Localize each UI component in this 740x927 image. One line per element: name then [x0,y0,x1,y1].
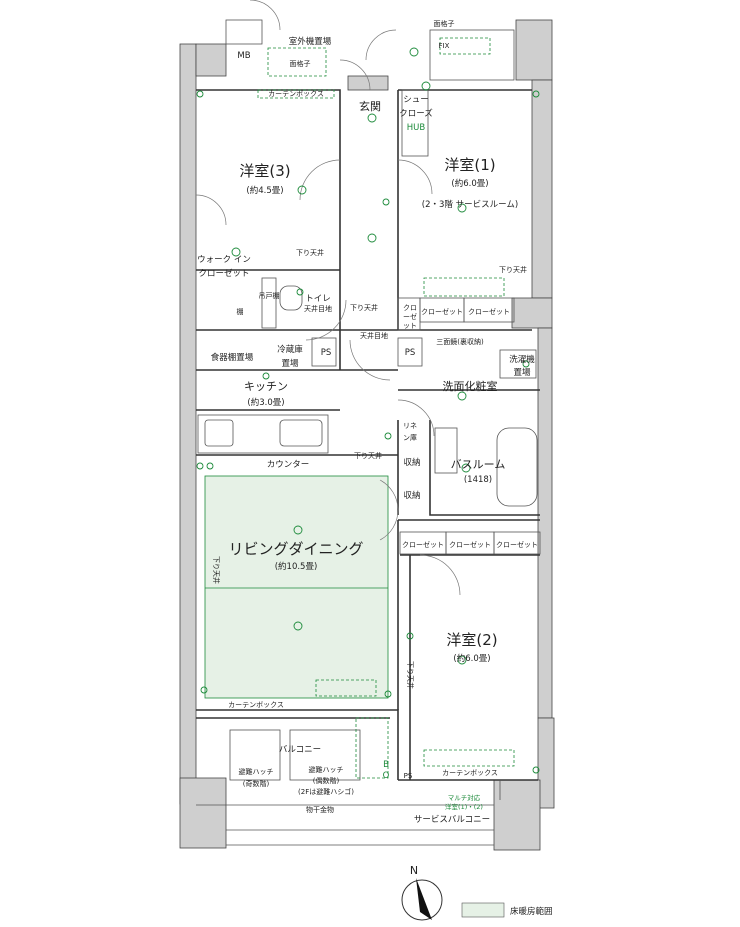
washer-line1: 洗濯機 [509,354,535,365]
service-balcony: サービスバルコニー [414,815,490,825]
lattice-ac: 面格子 [290,59,311,68]
fix-label: FIX [439,42,450,50]
room-western3-size: (約4.5畳) [246,185,283,196]
closet-w1-b: クローゼット [468,307,510,316]
lowered-ceiling-1: 下り天井 [296,248,324,257]
bath-name: バスルーム [451,458,506,471]
walkin-line1: ウォーク イン [197,255,251,265]
three-mirror: 三面鏡(裏収納) [436,337,484,346]
laundry-pole: 物干金物 [306,805,334,814]
curtain-box-top: カーテンボックス [268,90,324,98]
lowered-ceiling-5: 下り天井 [212,556,221,584]
multi-ac-1: マルチ対応 [448,793,481,802]
room-kitchen-name: キッチン [244,380,288,393]
closet-v2: ーゼ [403,312,417,321]
bath-size: (1418) [464,475,492,485]
green-markers [257,37,515,779]
room-western1-note: (2・3階 サービスルーム) [422,199,518,210]
bo-b: B [383,760,389,770]
walkin-line2: クローゼット [198,268,249,279]
lowered-ceiling-4: 下り天井 [354,451,382,460]
shoe-closet-line1: シュー [403,95,429,105]
closet-w2-b: クローゼット [449,540,491,549]
closet-v3: ット [403,322,417,330]
counter-label: カウンター [267,460,310,470]
ceiling-joint-label: 天井目地 [360,331,388,340]
storage-2: 収納 [403,490,420,501]
hub-label: HUB [407,123,426,133]
shoe-closet-line2: クローズ [399,108,433,119]
room-western1-name: 洋室(1) [444,156,495,174]
legend-label: 床暖房範囲 [510,906,553,917]
north-arrow-icon [401,878,443,921]
balcony-label: バルコニー [279,745,321,755]
ac-outdoor-label: 室外機置場 [289,36,332,47]
bo-o: O [383,771,390,781]
multi-ac-2: 洋室(1)・(2) [445,802,483,811]
closet-v1: クロ [403,304,417,312]
curtain-box-living: カーテンボックス [228,701,284,709]
fridge-line1: 冷蔵庫 [277,344,303,355]
room-kitchen-size: (約3.0畳) [247,397,284,408]
room-entrance: 玄関 [359,99,381,113]
hatch-odd-2: (奇数階) [243,779,270,788]
floor-heating-zone [204,475,389,699]
toilet-label: トイレ [305,294,331,304]
hatch-odd-1: 避難ハッチ [239,767,274,776]
compass-label: N [410,864,418,877]
room-living-size: (約10.5畳) [275,561,318,572]
door-swing-icon [195,0,461,596]
ps-balcony: PS [404,772,413,780]
lowered-ceiling-2: 下り天井 [350,303,378,312]
room-western1-size: (約6.0畳) [451,178,488,189]
pantry-label: 食器棚置場 [211,352,254,363]
room-living-name: リビングダイニング [228,540,363,558]
hanger-shelf: 吊戸棚 [259,291,280,300]
legend-swatch [461,902,505,918]
lowered-ceiling-3: 下り天井 [499,265,527,274]
shelf-label: 棚 [237,307,244,316]
storage-1: 収納 [403,457,420,468]
hatch-even-3: (2Fは避難ハシゴ) [298,787,354,796]
room-western2-name: 洋室(2) [446,631,497,649]
room-western2-size: (約6.0畳) [453,653,490,664]
lattice-top: 面格子 [434,19,455,28]
fixtures [196,19,541,846]
linen-line1: リネ [403,422,417,430]
hatch-even-2: (偶数階) [313,776,340,785]
mb-label: MB [237,51,250,61]
toilet-note: 天井目地 [304,304,332,313]
fridge-line2: 置場 [281,358,299,369]
closet-w1-a: クローゼット [421,307,463,316]
structural-walls [179,19,555,851]
ps-washroom: PS [405,348,416,358]
washroom-label: 洗面化粧室 [443,379,498,393]
closet-w2-c: クローゼット [496,540,538,549]
lowered-ceiling-6: 下り天井 [406,661,415,689]
hatch-even-1: 避難ハッチ [309,765,344,774]
washer-line2: 置場 [513,367,531,378]
ps-kitchen: PS [321,348,332,358]
curtain-box-w2: カーテンボックス [442,769,498,777]
light-fixture-icon [196,47,540,774]
room-western3-name: 洋室(3) [239,162,290,180]
closet-w2-a: クローゼット [402,540,444,549]
linen-line2: ン庫 [403,433,417,442]
